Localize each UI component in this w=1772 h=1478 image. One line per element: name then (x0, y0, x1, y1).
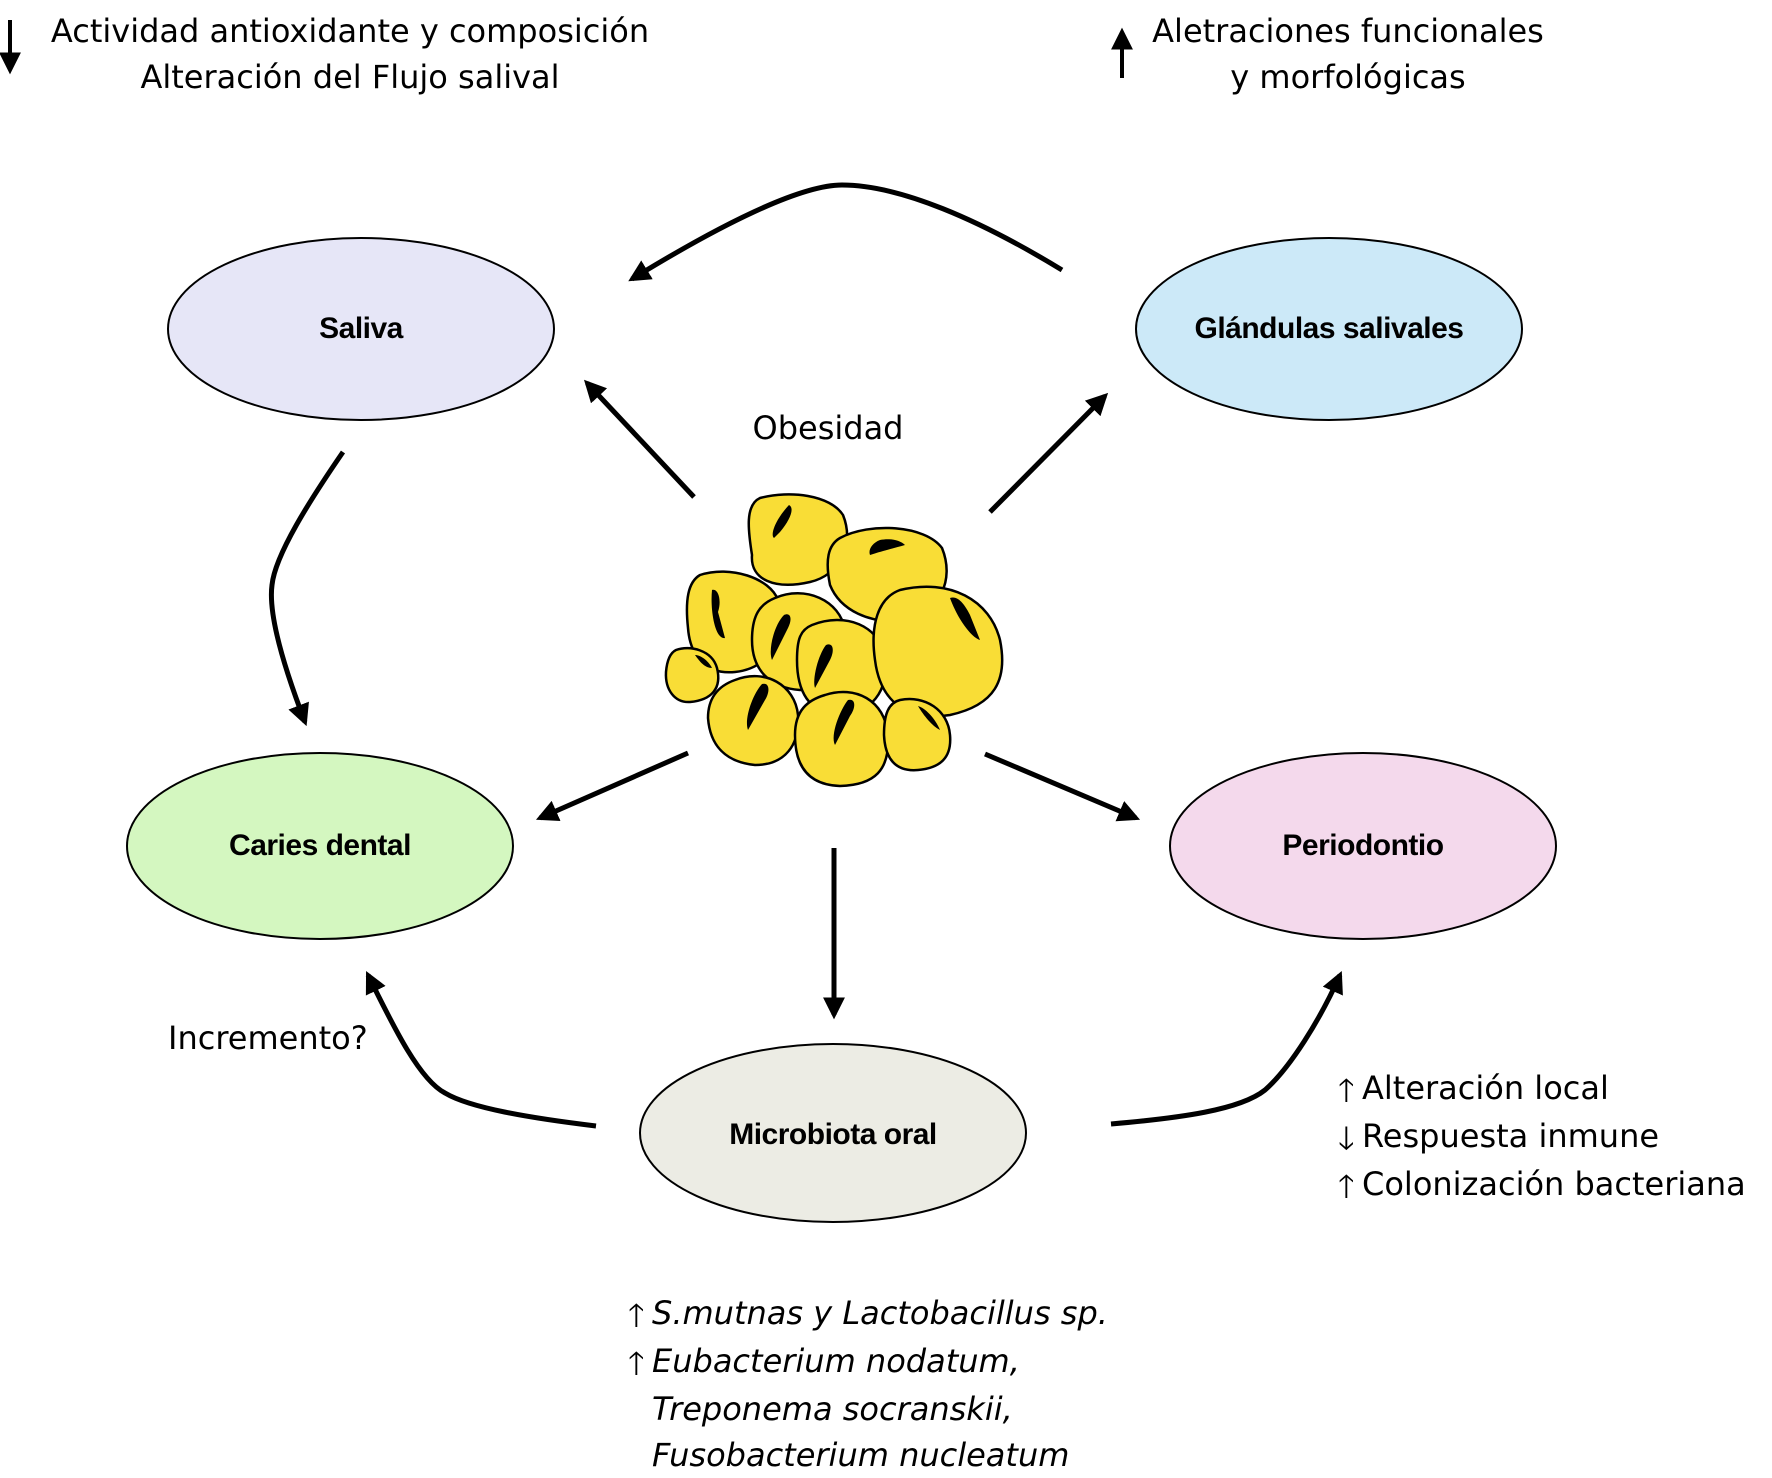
microbiota-effects-list: 🡑S.mutnas y Lactobacillus sp. 🡑Eubacteri… (628, 1290, 1108, 1478)
arrow-up-icon: 🡑 (1338, 1167, 1355, 1205)
node-saliva-label: Saliva (319, 312, 403, 345)
arrow-up-icon: 🡑 (1338, 1071, 1355, 1109)
arrow-obesidad-to-periodontio (984, 751, 1141, 822)
node-periodontio-shape (1169, 752, 1557, 940)
node-caries-label: Caries dental (229, 829, 411, 862)
adipocyte-cell (882, 697, 952, 772)
saliva-effects-annotation: Actividad antioxidante y composición Alt… (40, 8, 660, 100)
arrow-saliva-to-caries (268, 450, 346, 727)
arrow-microbiota-to-periodontio (1110, 970, 1343, 1127)
node-caries-shape (126, 752, 514, 940)
caries-link-label: Incremento? (168, 1019, 368, 1057)
microbiota-effect-item: Treponema socranskii, (652, 1390, 1013, 1428)
microbiota-effect-item: 🡑Eubacterium nodatum, (628, 1338, 1108, 1386)
arrow-up-icon: 🡑 (628, 1344, 645, 1382)
node-saliva-shape (167, 237, 555, 421)
arrow-obesidad-to-caries (535, 750, 690, 821)
node-microbiota-shape (639, 1043, 1027, 1223)
microbiota-effect-item: Fusobacterium nucleatum (652, 1436, 1070, 1474)
periodontio-effects-list: 🡑Alteración local 🡓Respuesta inmune 🡑Col… (1338, 1065, 1746, 1209)
arrow-glandulas-to-saliva (628, 182, 1064, 282)
node-microbiota-label: Microbiota oral (729, 1118, 937, 1151)
arrow-obesidad-to-saliva (583, 379, 696, 499)
periodontio-effect-item: 🡑Colonización bacteriana (1338, 1161, 1746, 1209)
glandulas-effect-line: Aletraciones funcionales (1152, 12, 1544, 50)
saliva-effect-line: Actividad antioxidante y composición (50, 12, 650, 50)
node-glandulas-shape (1135, 237, 1523, 421)
arrow-down-icon: 🡓 (1338, 1119, 1355, 1157)
adipocyte-cell (664, 646, 720, 704)
microbiota-effect-item: 🡑S.mutnas y Lactobacillus sp. (628, 1290, 1108, 1338)
adipocyte-cell (793, 690, 890, 788)
adipocyte-nuclei (695, 505, 980, 745)
center-label-obesidad: Obesidad (752, 409, 904, 447)
node-periodontio-label: Periodontio (1282, 829, 1444, 862)
arrow-obesidad-to-glandulas (988, 392, 1109, 514)
arrow-up-icon: 🡑 (628, 1296, 645, 1334)
adipocyte-cluster-icon (664, 493, 1004, 788)
glandulas-effects-annotation: Aletraciones funcionales y morfológicas (1148, 8, 1548, 100)
arrow-microbiota-to-caries (365, 971, 597, 1129)
adipocyte-cell (872, 585, 1004, 718)
node-glandulas-label: Glándulas salivales (1194, 312, 1464, 345)
glandulas-effect-line: y morfológicas (1230, 58, 1466, 96)
periodontio-effect-item: 🡓Respuesta inmune (1338, 1113, 1746, 1161)
periodontio-effect-item: 🡑Alteración local (1338, 1065, 1746, 1113)
adipocyte-cell (747, 493, 849, 586)
saliva-effect-line: Alteración del Flujo salival (140, 58, 560, 96)
